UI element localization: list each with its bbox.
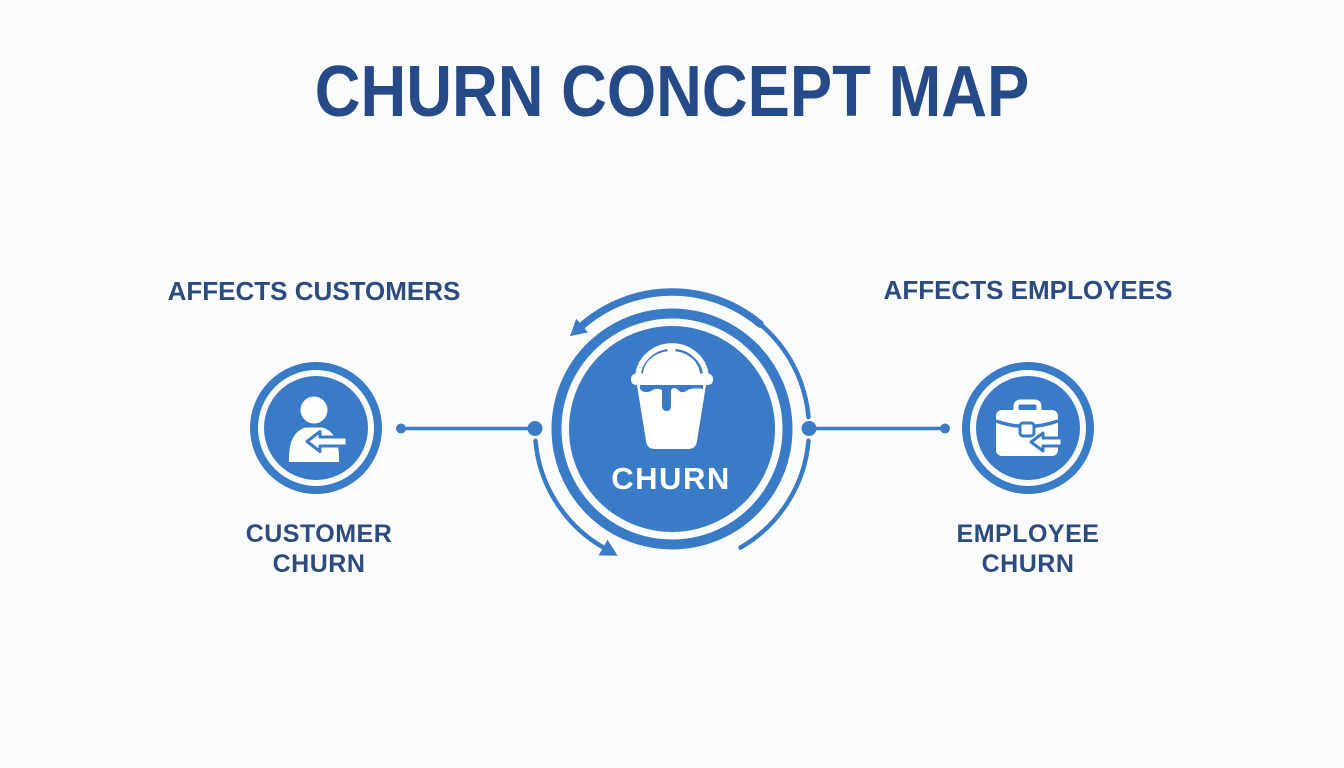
cycle-arc-right-lower bbox=[738, 438, 811, 550]
connector-right-outer-dot bbox=[940, 423, 950, 434]
cycle-arc-right-upper bbox=[757, 321, 811, 420]
employee-leaving-icon bbox=[995, 399, 1064, 456]
left-node bbox=[250, 362, 382, 494]
left-node-top-label: AFFECTS CUSTOMERS bbox=[167, 276, 461, 306]
churn-bucket-icon bbox=[631, 343, 713, 449]
left-node-bottom-label: CUSTOMER CHURN bbox=[245, 520, 393, 578]
cycle-arrowhead-bottom-icon bbox=[598, 539, 618, 556]
cycle-arc-top bbox=[578, 288, 764, 330]
connector-left-outer-dot bbox=[396, 423, 406, 434]
right-node-bottom-label: EMPLOYEE CHURN bbox=[956, 520, 1100, 578]
page-title: CHURN CONCEPT MAP bbox=[314, 52, 1030, 132]
cycle-arrows bbox=[533, 288, 811, 556]
right-node-ring bbox=[962, 362, 1094, 494]
cycle-arc-left-lower bbox=[533, 438, 606, 550]
left-node-ring bbox=[250, 362, 382, 494]
right-node bbox=[962, 362, 1094, 494]
center-node-ring bbox=[551, 308, 793, 550]
customer-leaving-icon bbox=[288, 396, 349, 462]
connector-right-inner-dot bbox=[801, 421, 817, 436]
right-node-top-label: AFFECTS EMPLOYEES bbox=[883, 275, 1173, 305]
center-node-label: CHURN bbox=[611, 461, 731, 496]
connector-left bbox=[396, 421, 543, 436]
connector-right bbox=[801, 421, 950, 436]
connector-left-inner-dot bbox=[527, 421, 543, 436]
cycle-arrowhead-top-left-icon bbox=[570, 318, 588, 337]
center-node bbox=[533, 288, 811, 556]
